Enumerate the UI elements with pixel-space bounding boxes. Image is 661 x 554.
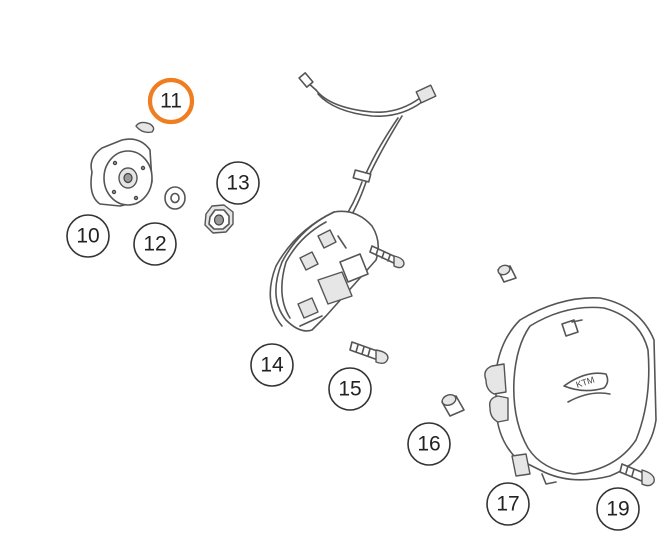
stator-screw-upper-part: [369, 245, 405, 269]
callout-10[interactable]: 10: [66, 214, 110, 258]
callout-label-10: 10: [76, 225, 99, 248]
callout-label-16: 16: [417, 433, 440, 456]
callout-12[interactable]: 12: [133, 222, 177, 266]
callout-label-14: 14: [260, 354, 284, 377]
callout-label-13: 13: [226, 172, 249, 195]
stator-part: [269, 210, 380, 332]
callout-16[interactable]: 16: [407, 422, 451, 466]
washer-part: [164, 186, 186, 210]
nut-part: [204, 204, 234, 234]
callout-label-19: 19: [606, 498, 629, 521]
callout-14[interactable]: 14: [250, 343, 294, 387]
callout-label-15: 15: [338, 378, 361, 401]
callout-label-12: 12: [143, 233, 166, 256]
callout-19[interactable]: 19: [596, 487, 640, 531]
callout-13[interactable]: 13: [216, 161, 260, 205]
screw-part: [349, 341, 389, 365]
dowel-sleeve-part: [497, 264, 517, 283]
ignition-cover-part: KTM: [484, 297, 657, 485]
callout-15[interactable]: 15: [328, 367, 372, 411]
callout-label-17: 17: [496, 493, 519, 516]
cover-screw-part: [619, 463, 655, 487]
woodruff-key-part: [135, 121, 155, 134]
flywheel-rotor-part: [90, 138, 153, 207]
callout-label-11: 11: [160, 90, 182, 113]
dowel-part: [441, 394, 465, 417]
wiring-harness-part: [298, 72, 437, 225]
callout-11[interactable]: 11: [147, 77, 195, 125]
callout-17[interactable]: 17: [486, 482, 530, 526]
